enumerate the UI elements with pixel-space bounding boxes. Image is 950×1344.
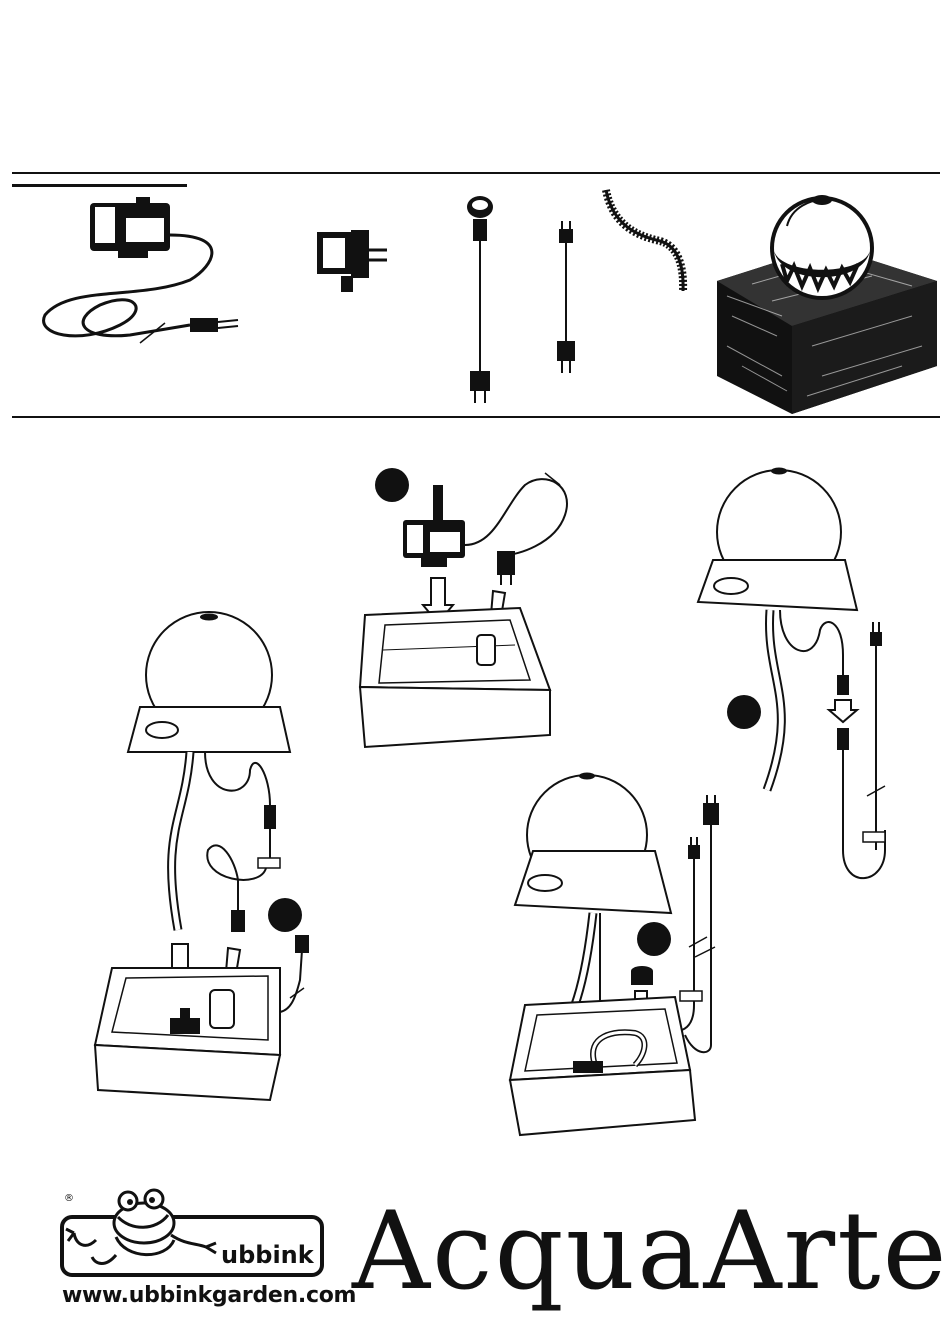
power-adapter-icon: [315, 228, 395, 298]
parts-divider: [12, 416, 940, 418]
led-light-cable-icon: [460, 193, 500, 413]
extension-cable-icon: [552, 217, 582, 377]
top-divider: [12, 172, 940, 174]
step-4-diagram: [505, 765, 735, 1145]
ubbink-logo: ® ubbink: [56, 1185, 326, 1280]
registered-mark: ®: [64, 1193, 74, 1204]
step-3-marker: [727, 695, 761, 729]
parts-heading-underline: [12, 184, 187, 187]
sphere-fountain-icon: [712, 186, 942, 416]
brand-title: AcquaArte: [352, 1198, 949, 1306]
step-2-marker: [268, 898, 302, 932]
flexible-hose-icon: [598, 186, 698, 296]
step-4-marker: [637, 922, 671, 956]
logo-name: ubbink: [221, 1241, 315, 1269]
step-1-diagram: [355, 465, 575, 755]
website-url[interactable]: www.ubbinkgarden.com: [62, 1283, 356, 1308]
step-2-diagram: [90, 600, 330, 1100]
pump-with-plug-icon: [40, 195, 270, 355]
